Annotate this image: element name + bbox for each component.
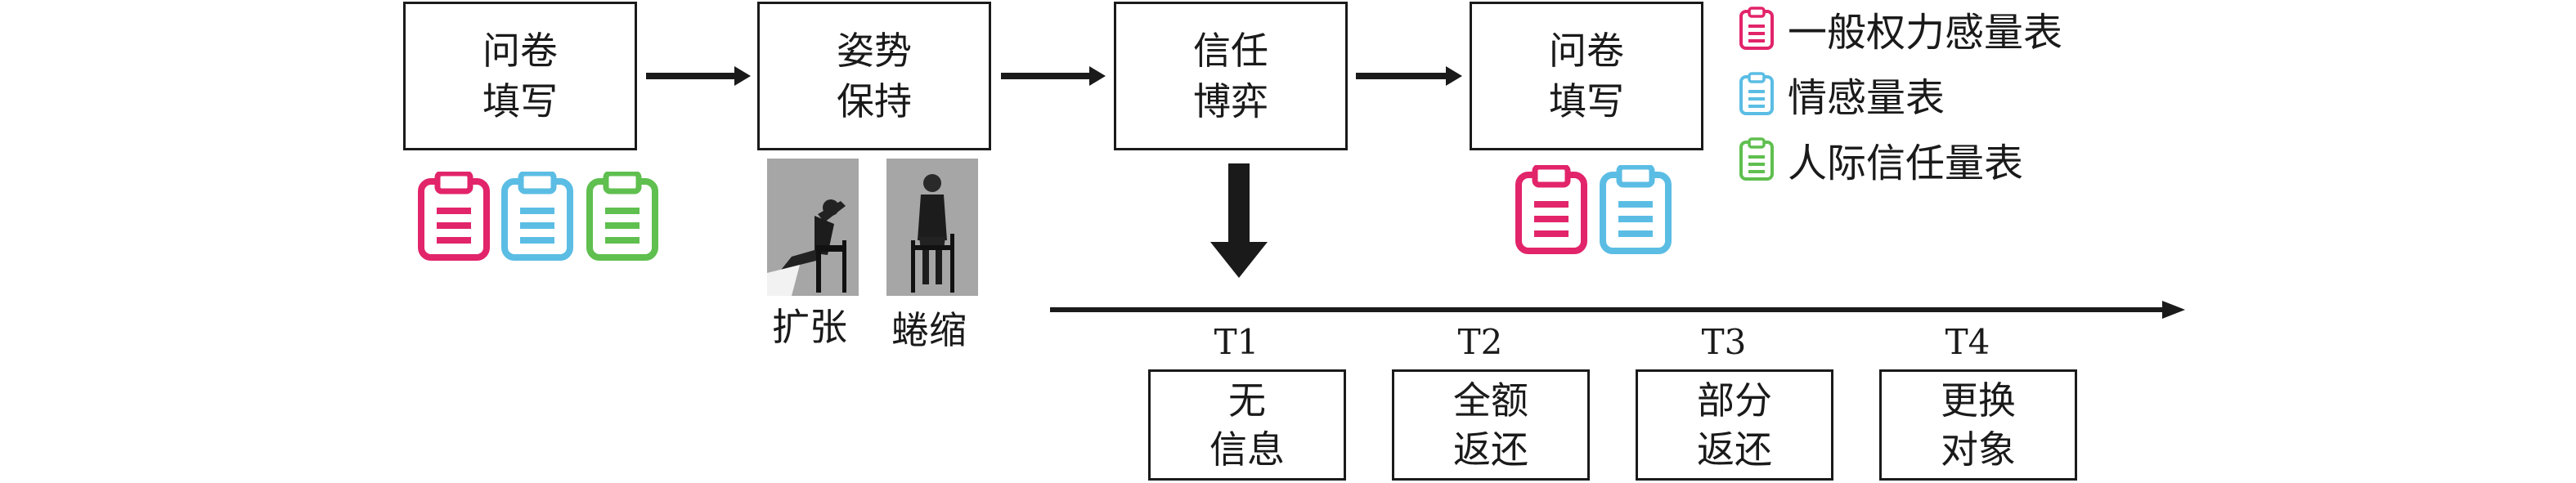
timeline-arrow-icon <box>1050 301 2185 319</box>
posture-label-contractive: 蜷缩 <box>891 308 967 352</box>
legend-label: 情感量表 <box>1788 75 1945 121</box>
trial-line2: 返还 <box>1697 427 1772 472</box>
posture-label-expansive: 扩张 <box>772 305 847 349</box>
trial-label-t1: T1 <box>1214 322 1259 362</box>
arrow-right-icon <box>1356 66 1462 86</box>
trial-line2: 对象 <box>1941 427 2016 472</box>
posture-photo-contractive <box>886 159 978 296</box>
clipboard-icon <box>1739 72 1774 115</box>
step-line2: 保持 <box>837 79 912 123</box>
trial-label-t2: T2 <box>1457 322 1503 362</box>
trial-line1: 更换 <box>1941 378 2016 423</box>
step-line1: 信任 <box>1193 29 1268 73</box>
trial-line2: 信息 <box>1209 427 1285 472</box>
clipboard-icon-power <box>1515 165 1587 254</box>
trial-label-t3: T3 <box>1701 322 1747 362</box>
clipboard-icon <box>1739 137 1774 181</box>
trial-box-no-info: 无 信息 <box>1148 369 1346 481</box>
step-line2: 博弈 <box>1193 79 1268 123</box>
legend-label: 人际信任量表 <box>1788 141 2024 186</box>
step-posture-hold: 姿势 保持 <box>757 2 991 150</box>
legend-item-affect: 情感量表 <box>1739 65 1945 123</box>
step-line1: 问卷 <box>482 29 558 73</box>
legend-item-trust: 人际信任量表 <box>1739 131 2023 188</box>
clipboard-icon-trust <box>586 172 658 261</box>
legend-item-power: 一般权力感量表 <box>1739 0 2062 57</box>
trial-label-t4: T4 <box>1945 322 1990 362</box>
trial-box-full-return: 全额 返还 <box>1392 369 1590 481</box>
step-trust-game: 信任 博弈 <box>1114 2 1348 150</box>
arrow-down-icon <box>1210 163 1268 278</box>
trial-line1: 全额 <box>1453 378 1528 423</box>
step-questionnaire-pre: 问卷 填写 <box>403 2 637 150</box>
clipboard-icon-affect <box>501 172 573 261</box>
step-line2: 填写 <box>482 79 558 123</box>
trial-line2: 返还 <box>1453 427 1528 472</box>
clipboard-icon-affect <box>1600 165 1672 254</box>
step-line2: 填写 <box>1549 79 1624 123</box>
arrow-right-icon <box>646 66 751 86</box>
clipboard-icon <box>1739 7 1774 50</box>
posture-photo-expansive <box>767 159 859 296</box>
trial-line1: 无 <box>1228 378 1266 423</box>
step-questionnaire-post: 问卷 填写 <box>1470 2 1703 150</box>
trial-box-partial-return: 部分 返还 <box>1636 369 1833 481</box>
clipboard-icon-power <box>418 172 490 261</box>
step-line1: 问卷 <box>1549 29 1624 73</box>
trial-box-switch-partner: 更换 对象 <box>1879 369 2077 481</box>
arrow-right-icon <box>1001 66 1106 86</box>
step-line1: 姿势 <box>837 29 912 73</box>
legend-label: 一般权力感量表 <box>1788 10 2063 56</box>
trial-line1: 部分 <box>1697 378 1772 423</box>
